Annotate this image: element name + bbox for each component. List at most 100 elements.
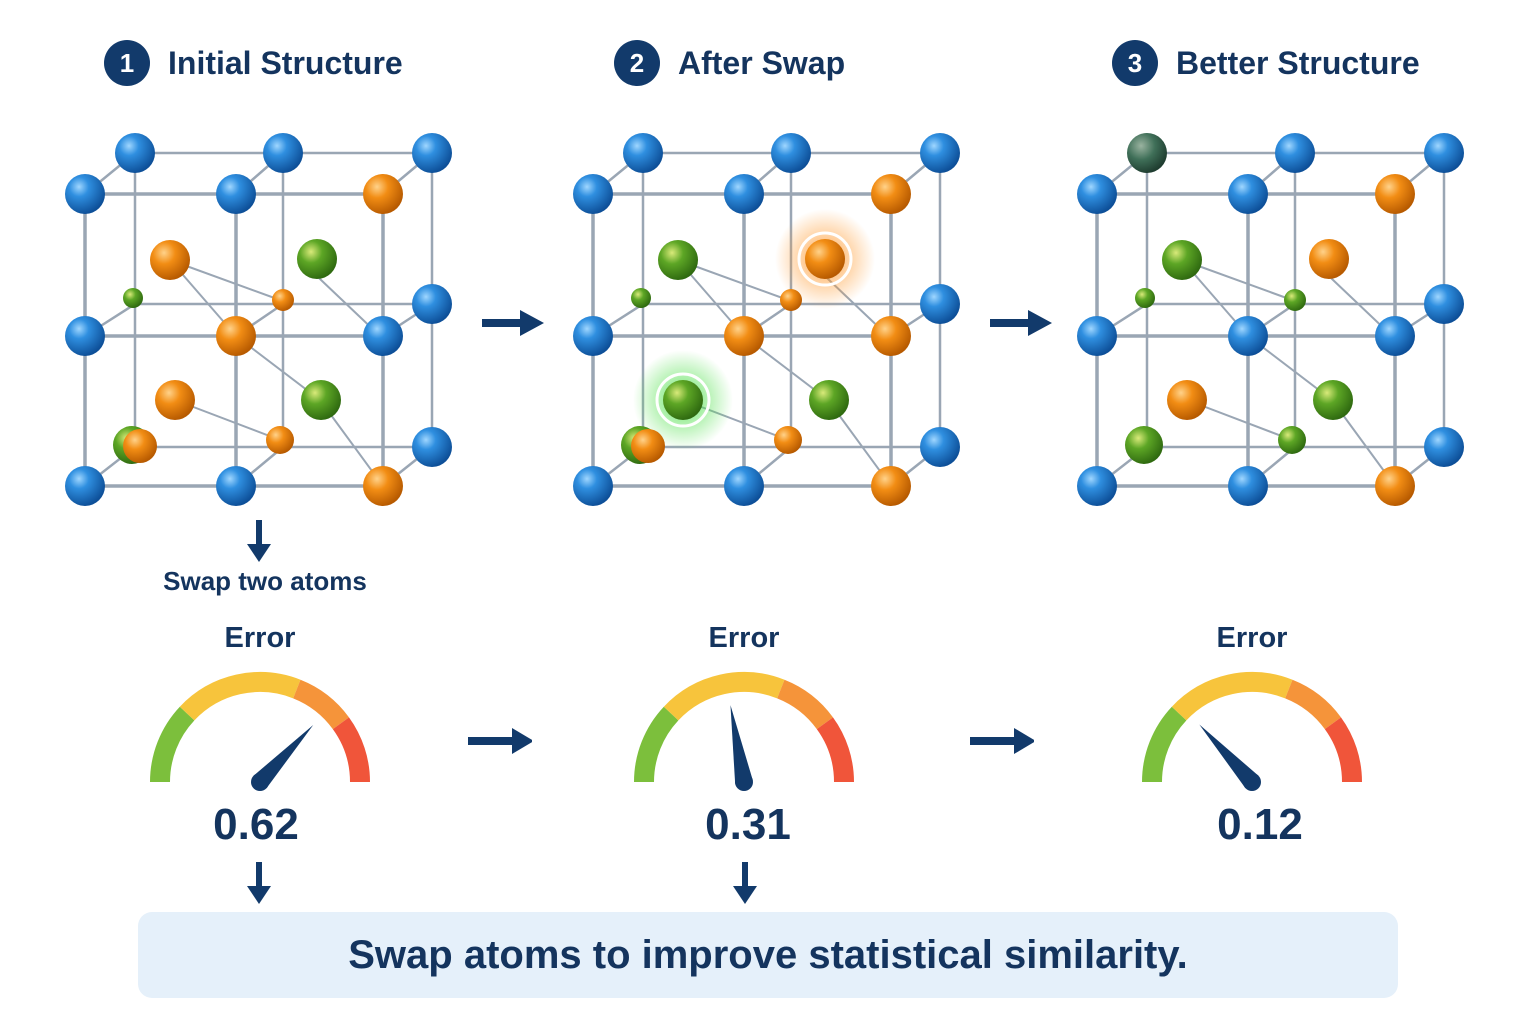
atom	[155, 380, 195, 420]
gauge-segment	[150, 706, 195, 783]
atom	[631, 429, 665, 463]
atom	[1424, 133, 1464, 173]
atom	[412, 427, 452, 467]
step-title: Initial Structure	[168, 44, 403, 81]
atom	[1375, 316, 1415, 356]
atom	[272, 289, 294, 311]
atom	[1077, 466, 1117, 506]
atom	[266, 426, 294, 454]
atom	[412, 284, 452, 324]
atom	[301, 380, 341, 420]
atom	[920, 427, 960, 467]
right-arrow-icon	[482, 310, 544, 336]
gauge-segment	[663, 672, 785, 721]
atom	[1313, 380, 1353, 420]
atom	[1278, 426, 1306, 454]
step-number-badge: 3	[1112, 40, 1158, 86]
gauge-segment	[634, 706, 679, 783]
needle-hub	[251, 773, 269, 791]
step-number-badge: 1	[104, 40, 150, 86]
atom	[123, 288, 143, 308]
error-value: 0.62	[213, 800, 299, 849]
error-label: Error	[1216, 622, 1288, 654]
atom	[1077, 316, 1117, 356]
needle-hub	[1243, 773, 1261, 791]
atom	[115, 133, 155, 173]
atom	[1127, 133, 1167, 173]
step-title: After Swap	[678, 44, 846, 81]
atom	[573, 466, 613, 506]
atom	[297, 239, 337, 279]
needle-icon	[730, 705, 753, 784]
gauge-segment	[292, 679, 349, 730]
step-title: Better Structure	[1176, 44, 1420, 81]
highlight-ring-icon	[655, 372, 711, 428]
atom	[871, 174, 911, 214]
atom	[65, 316, 105, 356]
gauge-segment	[776, 679, 833, 730]
atom	[871, 466, 911, 506]
atom	[412, 133, 452, 173]
atom	[123, 429, 157, 463]
gauge-segment	[1142, 706, 1187, 783]
needle-hub	[735, 773, 753, 791]
atom	[573, 316, 613, 356]
crystal-lattice-better	[1077, 133, 1464, 506]
gauge-segment	[1324, 717, 1362, 783]
atom	[65, 466, 105, 506]
atom	[663, 380, 703, 420]
atom	[724, 466, 764, 506]
atom	[216, 466, 256, 506]
atom	[1375, 466, 1415, 506]
atom	[1424, 284, 1464, 324]
right-arrow-icon	[990, 310, 1052, 336]
atom	[771, 133, 811, 173]
gauge-segment	[332, 717, 370, 783]
right-arrow-icon	[970, 728, 1034, 754]
atom	[780, 289, 802, 311]
error-gauge-icon	[634, 672, 854, 791]
atom	[1125, 426, 1163, 464]
down-arrow-icon	[247, 520, 271, 562]
crystal-lattice-initial	[65, 133, 452, 506]
down-arrow-icon	[733, 862, 757, 904]
atom	[774, 426, 802, 454]
atom	[809, 380, 849, 420]
atom	[573, 174, 613, 214]
atom	[920, 284, 960, 324]
atom	[1228, 316, 1268, 356]
atom	[805, 239, 845, 279]
atom	[1284, 289, 1306, 311]
gauge-segment	[179, 672, 301, 721]
atom	[1375, 174, 1415, 214]
needle-icon	[253, 724, 314, 789]
atom	[1424, 427, 1464, 467]
atom	[363, 316, 403, 356]
summary-banner: Swap atoms to improve statistical simila…	[138, 912, 1398, 998]
error-gauge-icon	[150, 672, 370, 791]
gauge-segment	[1171, 672, 1293, 721]
atom	[1135, 288, 1155, 308]
gauge-segment	[1284, 679, 1341, 730]
atom	[1228, 174, 1268, 214]
atom	[363, 466, 403, 506]
needle-icon	[1199, 724, 1259, 789]
error-label: Error	[224, 622, 296, 654]
highlight-ring-icon	[797, 231, 853, 287]
atom	[363, 174, 403, 214]
crystal-lattice-after-swap	[573, 133, 960, 506]
atom	[1077, 174, 1117, 214]
error-value: 0.31	[705, 800, 791, 849]
atom	[263, 133, 303, 173]
atom	[216, 174, 256, 214]
swap-caption: Swap two atoms	[163, 566, 367, 596]
step-1-header: 1 Initial Structure	[104, 40, 403, 86]
down-arrow-icon	[247, 862, 271, 904]
atom	[1162, 240, 1202, 280]
atom	[658, 240, 698, 280]
atom	[631, 288, 651, 308]
atom	[1228, 466, 1268, 506]
summary-text: Swap atoms to improve statistical simila…	[348, 932, 1188, 977]
atom	[1167, 380, 1207, 420]
atom	[150, 240, 190, 280]
